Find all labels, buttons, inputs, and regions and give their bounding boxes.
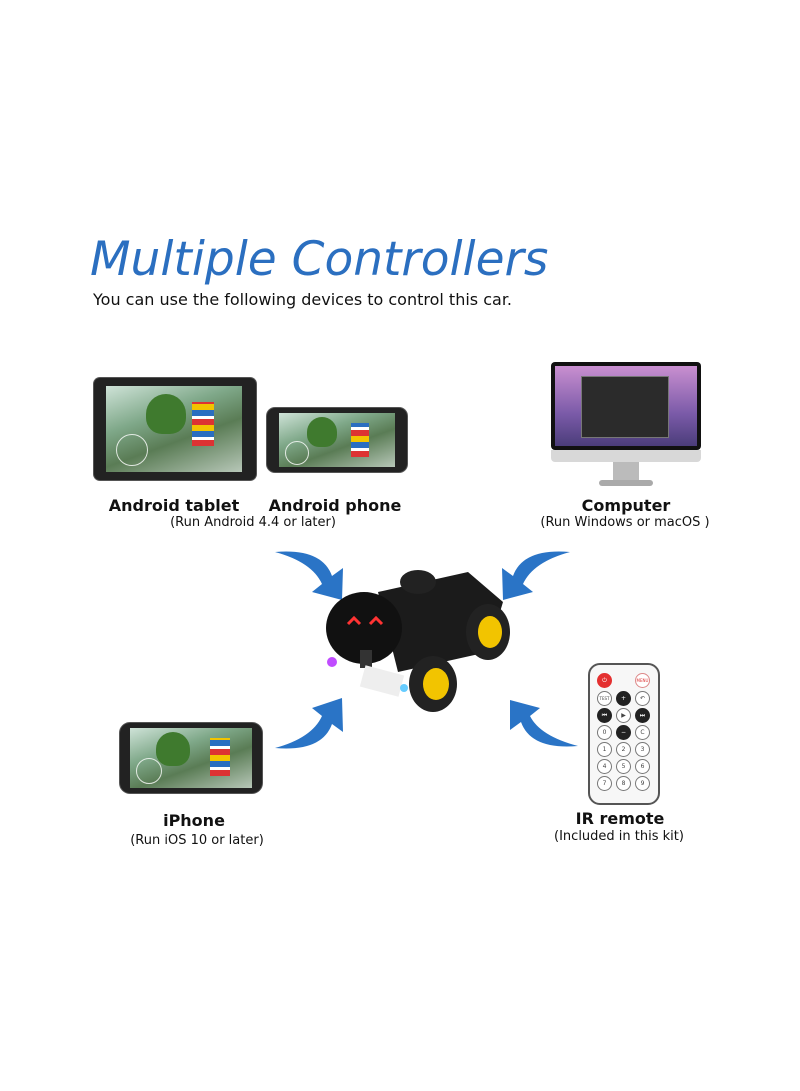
page-title: Multiple Controllers bbox=[90, 232, 549, 287]
remote-4-button: 4 bbox=[597, 759, 612, 774]
computer-note: (Run Windows or macOS ) bbox=[540, 515, 710, 530]
remote-plus-button: + bbox=[616, 691, 631, 706]
remote-6-button: 6 bbox=[635, 759, 650, 774]
remote-test-button: TEST bbox=[597, 691, 612, 706]
android-phone-label: Android phone bbox=[268, 496, 402, 515]
arrow-bottom-right-icon bbox=[510, 700, 578, 747]
arrow-top-right-icon bbox=[502, 551, 570, 600]
ir-remote-note: (Included in this kit) bbox=[554, 829, 684, 844]
remote-menu-button: MENU bbox=[635, 673, 650, 688]
page-subtitle: You can use the following devices to con… bbox=[93, 290, 513, 309]
remote-play-button: ▶ bbox=[616, 708, 631, 723]
remote-1-button: 1 bbox=[597, 742, 612, 757]
remote-prev-button: ⏮ bbox=[597, 708, 612, 723]
android-tablet-label: Android tablet bbox=[108, 496, 240, 515]
iphone-image bbox=[120, 723, 262, 793]
computer-label: Computer bbox=[581, 496, 671, 515]
robot-car-image bbox=[326, 570, 510, 712]
ir-remote-label: IR remote bbox=[575, 809, 665, 828]
remote-back-button: ↶ bbox=[635, 691, 650, 706]
android-tablet-image bbox=[94, 378, 256, 480]
arrow-bottom-left-icon bbox=[275, 698, 343, 749]
remote-8-button: 8 bbox=[616, 776, 631, 791]
remote-2-button: 2 bbox=[616, 742, 631, 757]
remote-c-button: C bbox=[635, 725, 650, 740]
remote-3-button: 3 bbox=[635, 742, 650, 757]
remote-minus-button: − bbox=[616, 725, 631, 740]
remote-9-button: 9 bbox=[635, 776, 650, 791]
arrow-top-left-icon bbox=[275, 551, 343, 600]
remote-5-button: 5 bbox=[616, 759, 631, 774]
android-note: (Run Android 4.4 or later) bbox=[170, 515, 336, 530]
remote-next-button: ⏭ bbox=[635, 708, 650, 723]
remote-0-button: 0 bbox=[597, 725, 612, 740]
remote-7-button: 7 bbox=[597, 776, 612, 791]
computer-image bbox=[551, 362, 701, 488]
android-phone-image bbox=[267, 408, 407, 472]
ir-remote-image: ⏻ MENU TEST + ↶ ⏮ ▶ ⏭ 0 − C 1 2 3 4 5 6 … bbox=[588, 663, 660, 805]
remote-power-button: ⏻ bbox=[597, 673, 612, 688]
iphone-label: iPhone bbox=[163, 811, 225, 830]
iphone-note: (Run iOS 10 or later) bbox=[130, 833, 264, 848]
